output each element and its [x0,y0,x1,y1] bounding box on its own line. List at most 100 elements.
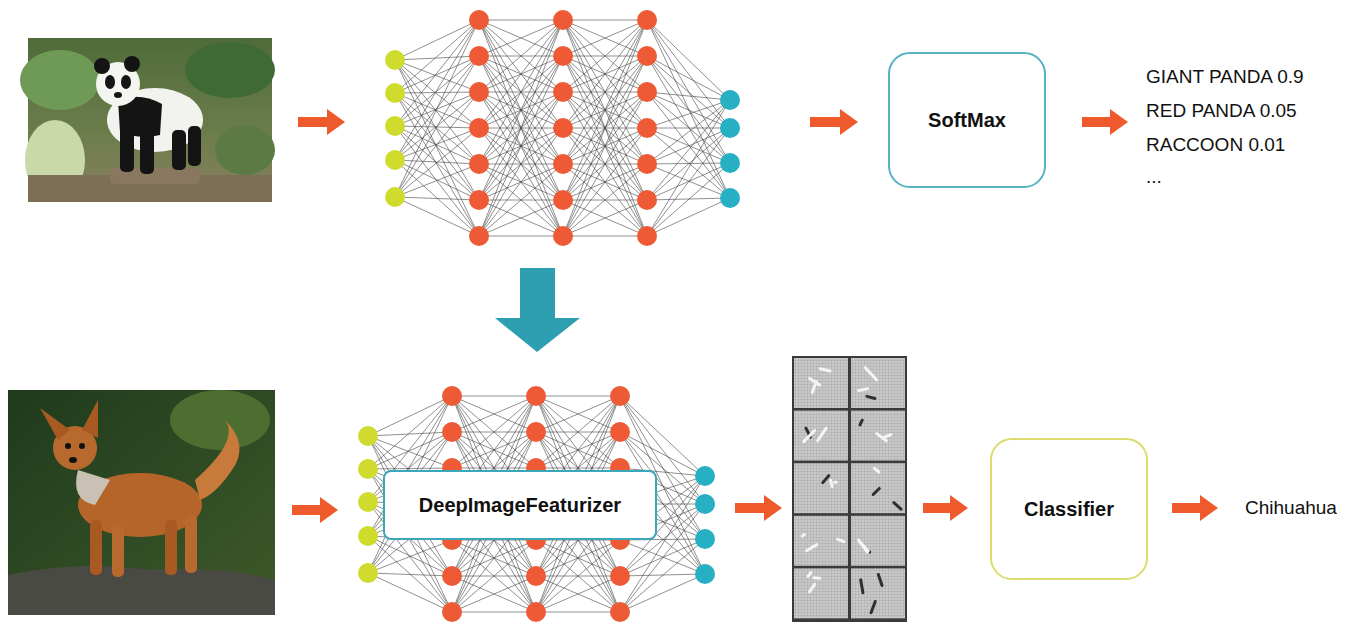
network-link [563,128,647,236]
network-link [395,93,479,236]
network-neuron [469,190,489,210]
network-link [563,92,647,236]
dog-tail [195,420,240,500]
network-link [395,92,479,197]
network-neuron [358,426,378,446]
foliage [215,125,275,175]
network-link [479,20,563,236]
network-neuron [553,190,573,210]
network-link [395,20,479,197]
network-link [368,540,452,573]
network-link [647,198,730,236]
network-link [536,540,620,612]
network-link [395,20,479,126]
network-link [647,56,730,163]
dog-leg [90,520,102,575]
network-link [479,20,563,21]
network-neuron [442,602,462,622]
network-link [395,60,479,200]
dog-leg [165,520,177,575]
network-neuron [695,564,715,584]
neural-networks [358,10,740,622]
feature-stroke [867,396,875,398]
network-link [563,200,647,236]
network-link [395,160,479,200]
panda-ear [94,58,110,74]
network-link [395,197,479,200]
network-neuron [469,10,489,30]
network-link [395,93,479,164]
network-link [395,20,479,93]
network-neuron [637,154,657,174]
network-link [452,576,536,612]
network-neuron [469,118,489,138]
foliage [185,42,275,98]
network-neuron [442,386,462,406]
network-link [536,396,620,468]
network-link [647,128,730,129]
network-neuron [385,187,405,207]
network-link [647,128,730,163]
feature-map [851,411,905,461]
network-link [479,20,563,56]
network-neuron [637,190,657,210]
network-link [368,573,452,612]
network-link [479,236,563,237]
network-link [452,540,536,612]
network-link [647,100,730,200]
network-link [647,56,730,100]
feature-map [794,358,848,408]
network-link [368,396,452,469]
dog-ear [40,408,70,440]
panda-leg [140,132,154,174]
network-neuron [469,226,489,246]
network-link [479,164,563,236]
panda-ear [124,56,140,72]
network-link [452,396,536,432]
network-neuron [695,529,715,549]
network-neuron [553,46,573,66]
classifier-box: Classifier [990,438,1148,580]
network-link [536,576,620,612]
feature-stroke [838,539,844,541]
feature-map [851,568,905,618]
network-link [647,20,730,163]
foliage [20,50,100,110]
box-label: SoftMax [928,109,1006,132]
flow-arrow [810,109,858,135]
feature-stroke [810,584,815,592]
feature-map [794,411,848,461]
network-link [620,396,705,476]
network-neuron [385,50,405,70]
flow-arrow [1082,109,1128,135]
network-neuron [695,466,715,486]
predicted-class: Chihuahua [1245,497,1337,520]
network-link [536,540,620,612]
network-neuron [526,386,546,406]
network-neuron [610,566,630,586]
feature-stroke [831,480,833,486]
feature-stroke [878,575,882,586]
panda-photo [20,38,275,202]
network-neuron [637,82,657,102]
network-link [536,612,620,613]
network-link [536,396,620,468]
network-link [647,20,730,198]
network-link [647,56,730,128]
network-link [479,20,563,92]
network-link [479,20,563,92]
network-link [479,164,563,236]
network-link [620,540,705,574]
network-link [647,128,730,164]
feature-stroke [865,368,876,380]
network-link [395,126,479,200]
network-link [479,56,563,236]
pretrained-network [385,10,740,246]
network-neuron [385,150,405,170]
network-link [563,92,647,236]
dog-chest [76,470,110,505]
flow-arrow [292,497,338,523]
network-link [479,20,563,164]
